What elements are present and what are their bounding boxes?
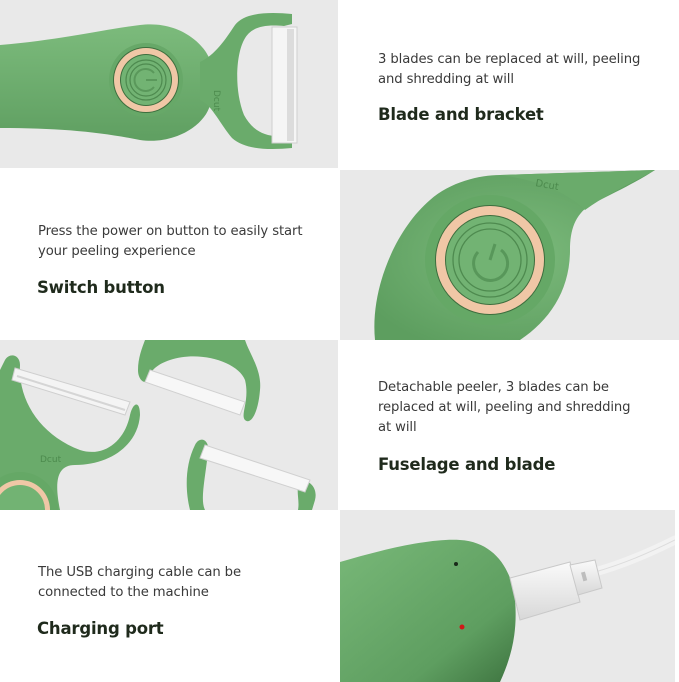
- fuselage-and-blade-text: Detachable peeler, 3 blades can be repla…: [340, 340, 679, 510]
- detachable-blades-illustration: Dcut: [0, 340, 316, 510]
- section-description: Press the power on button to easily star…: [38, 222, 303, 262]
- section-title: Switch button: [37, 278, 165, 297]
- description-line: The USB charging cable can be: [38, 565, 241, 580]
- section-description: The USB charging cable can be connected …: [38, 563, 241, 603]
- description-line: and shredding at will: [378, 72, 514, 87]
- section-title: Fuselage and blade: [378, 455, 556, 474]
- section-title: Charging port: [37, 619, 164, 638]
- microphone-hole: [454, 562, 458, 566]
- switch-button-image: Dcut: [340, 170, 679, 340]
- description-line: Detachable peeler, 3 blades can be: [378, 380, 609, 395]
- indicator-light: [459, 624, 465, 630]
- peeler-head-illustration: Dcut: [0, 13, 298, 149]
- power-button-closeup-illustration: Dcut: [374, 170, 655, 340]
- fuselage-and-blade-image: Dcut: [0, 340, 338, 510]
- description-line: connected to the machine: [38, 585, 209, 600]
- blade-and-bracket-image: Dcut: [0, 0, 338, 168]
- usb-charging-illustration: [340, 535, 675, 682]
- switch-button-text: Press the power on button to easily star…: [0, 170, 340, 340]
- section-description: 3 blades can be replaced at will, peelin…: [378, 50, 640, 90]
- description-line: at will: [378, 420, 417, 435]
- description-line: 3 blades can be replaced at will, peelin…: [378, 52, 641, 67]
- charging-port-image: [340, 510, 675, 682]
- section-title: Blade and bracket: [378, 105, 544, 124]
- svg-text:Dcut: Dcut: [534, 178, 559, 193]
- svg-text:Dcut: Dcut: [40, 455, 62, 465]
- section-description: Detachable peeler, 3 blades can be repla…: [378, 378, 631, 438]
- svg-text:Dcut: Dcut: [211, 90, 221, 112]
- charging-port-text: The USB charging cable can be connected …: [0, 510, 340, 682]
- description-line: replaced at will, peeling and shredding: [378, 400, 631, 415]
- description-line: Press the power on button to easily star…: [38, 224, 303, 239]
- blade-and-bracket-text: 3 blades can be replaced at will, peelin…: [340, 0, 679, 170]
- description-line: your peeling experience: [38, 244, 196, 259]
